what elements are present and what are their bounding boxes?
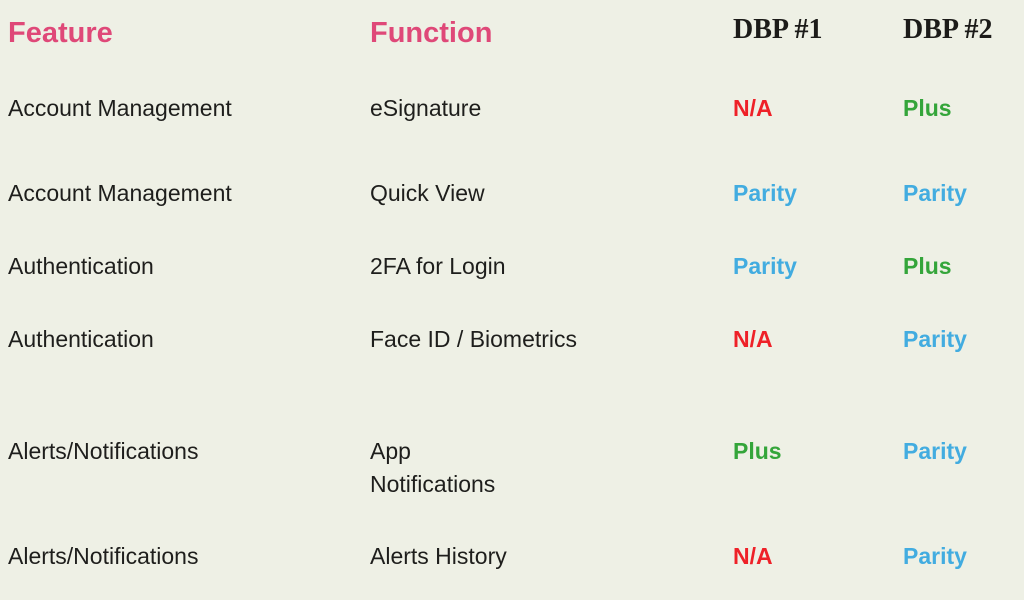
status-dbp1: N/A xyxy=(733,543,773,569)
status-dbp1: N/A xyxy=(733,326,773,352)
status-dbp2: Parity xyxy=(903,180,967,206)
function-cell: Quick View xyxy=(370,180,485,206)
function-cell: Face ID / Biometrics xyxy=(370,326,578,352)
feature-cell: Alerts/Notifications xyxy=(8,438,199,464)
column-header-feature: Feature xyxy=(8,17,113,49)
table-row: Authentication 2FA for Login Parity Plus xyxy=(0,250,1024,283)
feature-cell: Authentication xyxy=(8,326,154,352)
status-dbp2: Parity xyxy=(903,438,967,464)
status-dbp2: Plus xyxy=(903,253,952,279)
function-cell: 2FA for Login xyxy=(370,253,506,279)
status-dbp2: Parity xyxy=(903,326,967,352)
feature-cell: Alerts/Notifications xyxy=(8,543,199,569)
feature-cell: Account Management xyxy=(8,95,232,121)
table-row: Alerts/Notifications App Notifications P… xyxy=(0,435,1024,500)
function-cell: App Notifications xyxy=(370,438,496,497)
status-dbp2: Parity xyxy=(903,543,967,569)
status-dbp1: Parity xyxy=(733,253,797,279)
feature-cell: Account Management xyxy=(8,180,232,206)
column-header-dbp2: DBP #2 xyxy=(903,14,993,45)
status-dbp1: Parity xyxy=(733,180,797,206)
column-header-dbp1: DBP #1 xyxy=(733,14,823,45)
status-dbp1: Plus xyxy=(733,438,782,464)
status-dbp2: Plus xyxy=(903,95,952,121)
table-row: Alerts/Notifications Alerts History N/A … xyxy=(0,540,1024,573)
table-header-row: Feature Function DBP #1 DBP #2 xyxy=(0,13,1024,49)
function-cell: Alerts History xyxy=(370,543,507,569)
table-row: Authentication Face ID / Biometrics N/A … xyxy=(0,323,1024,356)
table-row: Account Management eSignature N/A Plus xyxy=(0,92,1024,125)
table-row: Account Management Quick View Parity Par… xyxy=(0,177,1024,210)
feature-cell: Authentication xyxy=(8,253,154,279)
status-dbp1: N/A xyxy=(733,95,773,121)
column-header-function: Function xyxy=(370,17,493,49)
function-cell: eSignature xyxy=(370,95,482,121)
